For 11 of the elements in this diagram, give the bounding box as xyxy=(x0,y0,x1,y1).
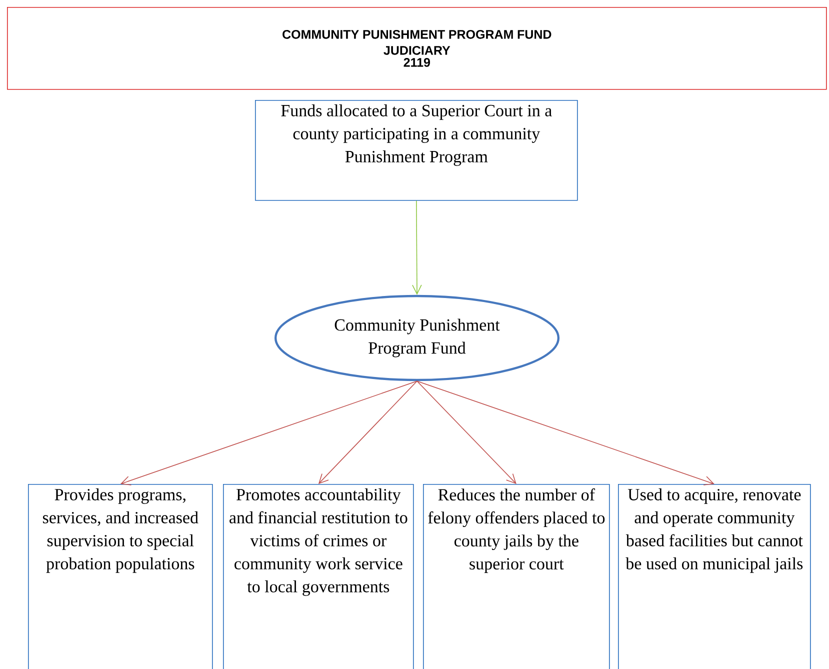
arrow xyxy=(412,200,422,295)
outcome-box: Used to acquire, renovate and operate community based facilities but cannot be used on municipal jails xyxy=(618,484,811,669)
source-box: Funds allocated to a Superior Court in a county participating in a community Punishment Program xyxy=(255,100,578,201)
arrow xyxy=(318,380,418,484)
outcome-box: Provides programs, services, and increased supervision to special probation populations xyxy=(28,484,213,669)
outcome-box: Promotes accountability and financial restitution to victims of crimes or community work service to local governments xyxy=(223,484,414,669)
title-box: COMMUNITY PUNISHMENT PROGRAM FUND JUDICIARY 2119 xyxy=(7,7,827,90)
arrow xyxy=(120,380,418,486)
outcome-box: Reduces the number of felony offenders placed to county jails by the superior court xyxy=(423,484,610,669)
arrow xyxy=(416,380,516,484)
arrow xyxy=(416,380,714,486)
